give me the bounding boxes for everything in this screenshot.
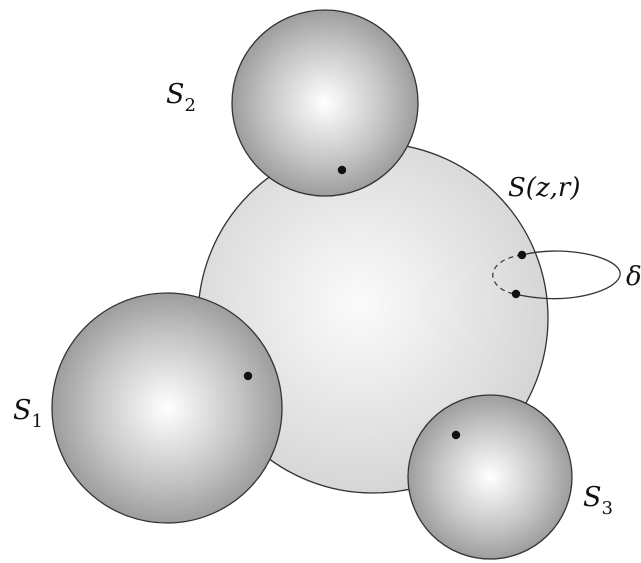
loop-delta <box>515 250 621 300</box>
sphere-s3 <box>407 394 573 560</box>
label-s1: S1 <box>13 395 43 432</box>
point-on-s2 <box>337 165 347 175</box>
loop-point-upper <box>517 250 527 260</box>
loop-point-lower <box>511 289 521 299</box>
label-s2: S2 <box>166 79 196 116</box>
label-central-sphere: S(z,r) <box>508 173 581 203</box>
sphere-s2 <box>231 9 419 197</box>
loop-hidden-part <box>492 254 523 295</box>
label-loop-delta: δ <box>626 262 641 292</box>
point-on-s1 <box>243 371 253 381</box>
label-s3: S3 <box>583 482 613 519</box>
point-on-s3 <box>451 430 461 440</box>
sphere-s1 <box>51 292 283 524</box>
